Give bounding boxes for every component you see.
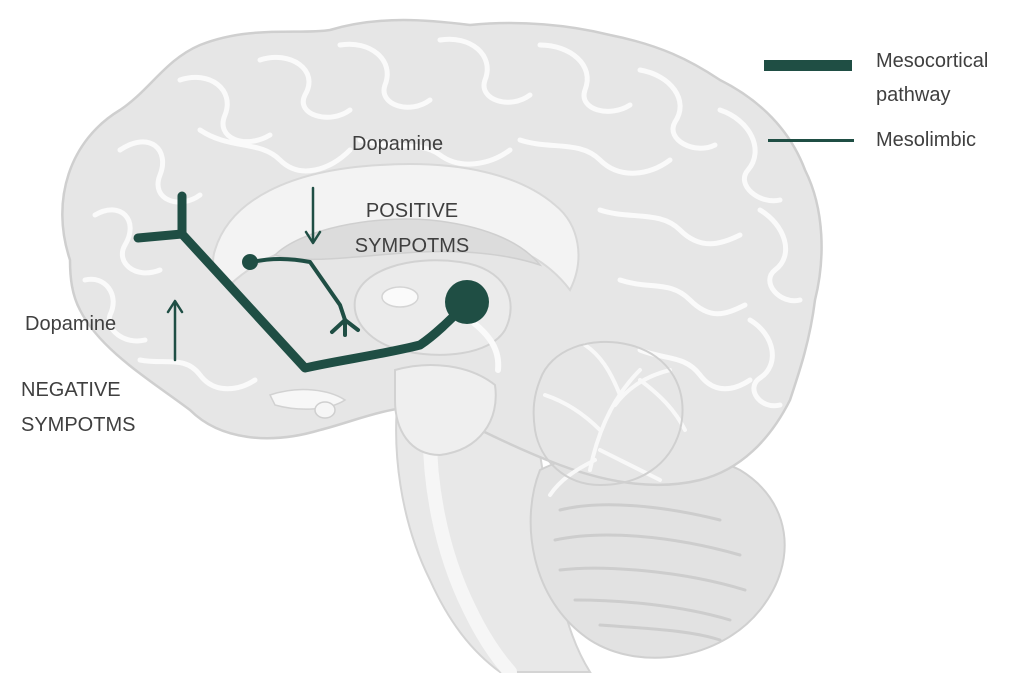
legend-label-mesocortical-line1: Mesocortical bbox=[876, 47, 988, 75]
dopamine-label-left: Dopamine bbox=[25, 312, 116, 336]
vta-origin-dot bbox=[445, 280, 489, 324]
negative-symptoms-label-line2: SYMPOTMS bbox=[21, 413, 135, 437]
positive-symptoms-label-line1: POSITIVE bbox=[340, 199, 484, 223]
pituitary bbox=[315, 402, 335, 418]
positive-symptoms-label-line2: SYMPOTMS bbox=[340, 234, 484, 258]
dopamine-label-top: Dopamine bbox=[352, 132, 443, 156]
legend-label-mesocortical-line2: pathway bbox=[876, 81, 951, 109]
legend-swatch-thick bbox=[764, 60, 852, 71]
interthalamic-adhesion bbox=[382, 287, 418, 307]
legend-swatch-thin bbox=[768, 139, 854, 142]
negative-symptoms-label-line1: NEGATIVE bbox=[21, 378, 121, 402]
mesolimbic-terminal-dot bbox=[242, 254, 258, 270]
legend-label-mesolimbic: Mesolimbic bbox=[876, 126, 976, 154]
